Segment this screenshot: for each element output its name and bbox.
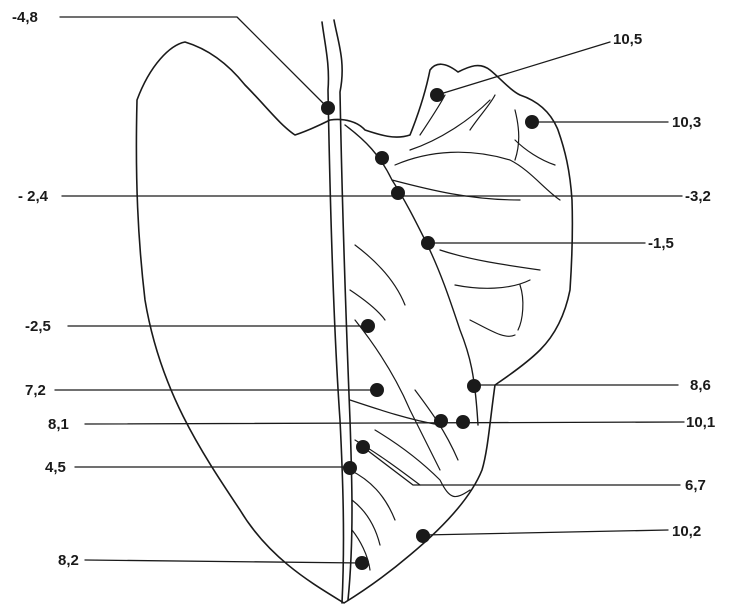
leader-m48 bbox=[60, 17, 328, 108]
leader-p81-p101 bbox=[85, 422, 684, 424]
leader-p102 bbox=[423, 530, 668, 535]
label-p67: 6,7 bbox=[685, 477, 706, 494]
leader-p105 bbox=[437, 42, 610, 95]
dot-p82 bbox=[355, 556, 369, 570]
label-m48: -4,8 bbox=[12, 9, 38, 26]
label-p103: 10,3 bbox=[672, 114, 701, 131]
dot-m32 bbox=[391, 186, 405, 200]
label-p101: 10,1 bbox=[686, 414, 715, 431]
label-p86: 8,6 bbox=[690, 377, 711, 394]
label-m15: -1,5 bbox=[648, 235, 674, 252]
dot-m15 bbox=[421, 236, 435, 250]
label-p81: 8,1 bbox=[48, 416, 69, 433]
label-m25: -2,5 bbox=[25, 318, 51, 335]
leaf-veins bbox=[350, 95, 560, 570]
dot-p101 bbox=[456, 415, 470, 429]
dot-m48 bbox=[321, 101, 335, 115]
dot-p103 bbox=[525, 115, 539, 129]
label-p105: 10,5 bbox=[613, 31, 642, 48]
dot-p81 bbox=[434, 414, 448, 428]
lobe-midrib bbox=[345, 125, 478, 425]
measurement-points bbox=[321, 88, 539, 570]
label-p102: 10,2 bbox=[672, 523, 701, 540]
dot-p45 bbox=[343, 461, 357, 475]
label-p45: 4,5 bbox=[45, 459, 66, 476]
label-m32: -3,2 bbox=[685, 188, 711, 205]
label-m24: - 2,4 bbox=[18, 188, 49, 205]
leader-p82 bbox=[85, 560, 362, 563]
leader-p67 bbox=[363, 447, 680, 485]
leader-lines bbox=[55, 17, 684, 563]
dot-p86 bbox=[467, 379, 481, 393]
dot-p105 bbox=[430, 88, 444, 102]
dot-m25 bbox=[361, 319, 375, 333]
dot-p67 bbox=[356, 440, 370, 454]
dot-p72 bbox=[370, 383, 384, 397]
dot-m24 bbox=[375, 151, 389, 165]
leaf-outline bbox=[136, 42, 572, 603]
label-p72: 7,2 bbox=[25, 382, 46, 399]
dot-p102 bbox=[416, 529, 430, 543]
label-p82: 8,2 bbox=[58, 552, 79, 569]
